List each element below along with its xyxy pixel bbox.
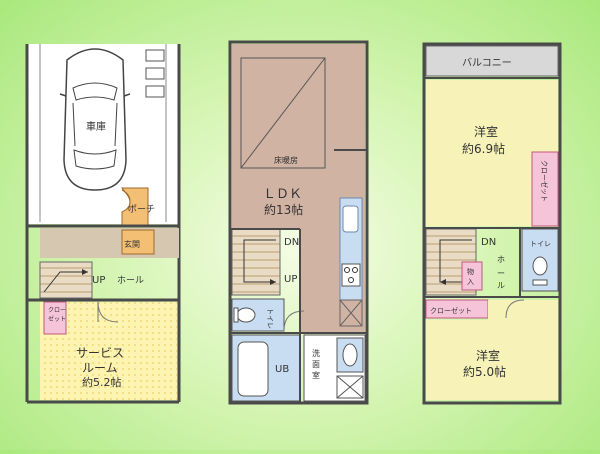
western-room-b [426, 320, 558, 400]
floor-3: バルコニー 洋室 約6.9帖 クローゼット DN ホ ー ル 物 入 トイレ ク… [422, 42, 562, 405]
floor2-outer-wall [228, 40, 369, 405]
entrance-label: 玄関 [124, 239, 140, 249]
ldk-size: 約13帖 [264, 202, 303, 217]
storage-label-a: 物 [467, 267, 474, 276]
svg-text:ー: ー [497, 269, 505, 278]
closet-b-label: クローゼット [430, 306, 472, 315]
wash-basin-icon [342, 343, 358, 367]
stairs-up-label-2: UP [284, 274, 297, 285]
entrance-area [121, 229, 155, 255]
entrance-hall-band [40, 228, 179, 258]
service-room-size: 約5.2帖 [82, 375, 122, 389]
closet-a [531, 151, 559, 227]
porch-label: ポーチ [128, 204, 155, 215]
svg-text:クロー: クロー [48, 307, 66, 314]
bathtub-icon [237, 341, 269, 397]
stairs-floor2 [231, 228, 281, 296]
garage-label: 車庫 [86, 120, 106, 133]
western-room-b-size: 約5.0帖 [463, 364, 506, 379]
sink-icon [342, 205, 359, 233]
ldk-label: ＬＤＫ [263, 187, 302, 202]
floor-2: 床暖房 ＬＤＫ 約13帖 DN UP トイレ UB [228, 40, 369, 405]
western-room-a-label: 洋室 [474, 124, 498, 139]
western-room-b-label: 洋室 [476, 348, 500, 363]
service-room-label-2: ルーム [82, 361, 118, 375]
stairs-up-label-1: UP [92, 275, 105, 286]
stairs-down-label-2: DN [284, 237, 299, 248]
floor3-outer-wall [422, 42, 562, 405]
toilet-label-3: トイレ [530, 240, 551, 248]
washroom-label-b: 面 [312, 360, 320, 369]
bath-label: UB [275, 364, 289, 375]
balcony [425, 45, 559, 77]
toilet-icon-2 [236, 307, 256, 323]
floor-heating-area [240, 57, 326, 169]
toilet-label-2: トイレ [266, 308, 274, 329]
washroom-label-a: 洗 [312, 348, 320, 358]
storage-label-b: 入 [467, 278, 474, 286]
stairs-down-label-3: DN [481, 237, 496, 248]
car-icon [59, 48, 131, 191]
stove-icon [341, 263, 361, 287]
service-room-label-1: サービス [76, 346, 124, 360]
floor-1: 車庫 ポーチ 玄関 UP ホール クローゼット クロー ゼット サービス ルーム [25, 44, 181, 404]
toilet-icon-3 [532, 256, 548, 276]
stairs-floor1 [39, 261, 93, 299]
western-room-a-size: 約6.9帖 [462, 141, 505, 156]
washroom-label-c: 室 [312, 370, 320, 380]
balcony-label: バルコニー [462, 57, 512, 69]
closet-a-label: クローゼット [540, 160, 549, 202]
svg-text:ゼット: ゼット [48, 315, 66, 323]
storage [461, 261, 483, 291]
svg-text:ル: ル [497, 281, 505, 290]
hall-label-3: ホ [497, 255, 505, 264]
floor-heating-label: 床暖房 [274, 155, 298, 165]
hall-label-1: ホール [117, 275, 144, 286]
